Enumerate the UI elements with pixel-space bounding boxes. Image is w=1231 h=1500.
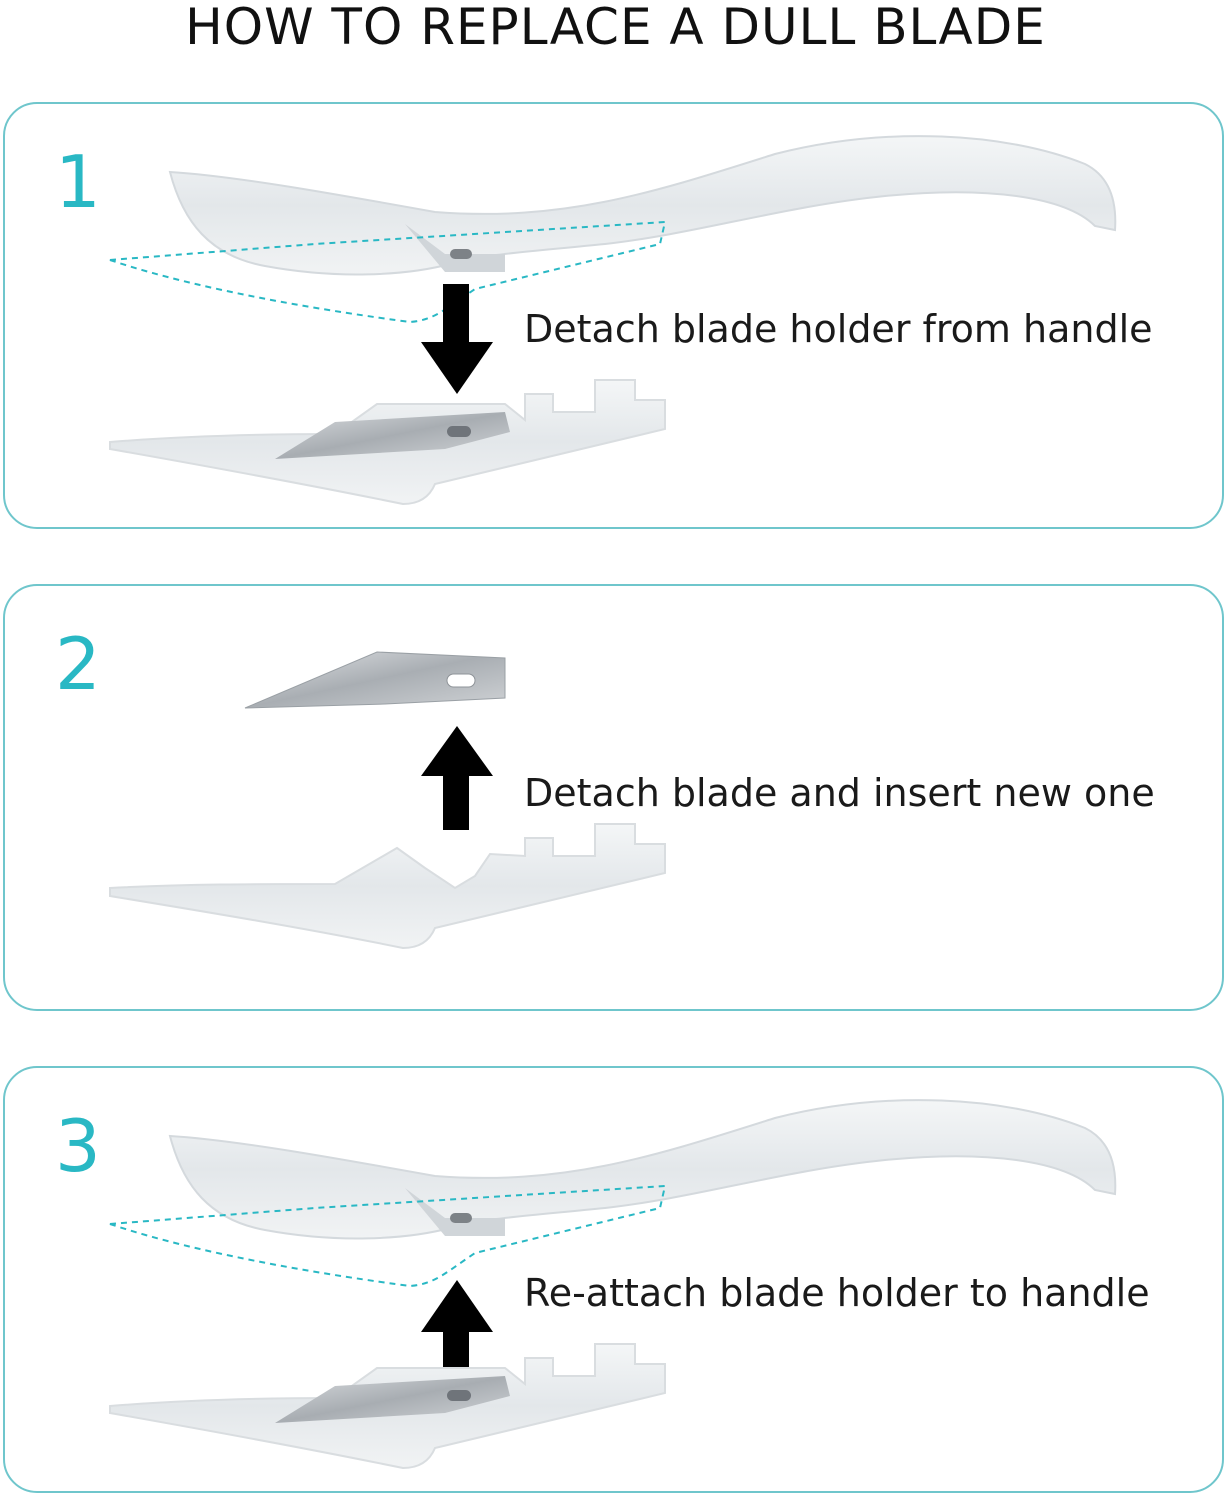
knife-handle (168, 1099, 1117, 1240)
up-arrow-icon (421, 726, 493, 830)
step-2-caption: Detach blade and insert new one (524, 771, 1155, 815)
blade-holder-outline (109, 220, 667, 324)
step-2-number: 2 (55, 622, 101, 706)
down-arrow-icon (421, 284, 493, 394)
step-1-illustration (109, 135, 1117, 506)
new-blade (244, 651, 506, 709)
knife-handle (168, 135, 1117, 276)
page-title: HOW TO REPLACE A DULL BLADE (185, 0, 1046, 56)
up-arrow-icon (421, 1280, 493, 1376)
empty-blade-holder (109, 823, 666, 950)
step-3-panel: 3 Re-atta (3, 1066, 1224, 1493)
blade-holder-outline (109, 1184, 667, 1288)
blade-holder-with-new-blade (109, 1343, 666, 1470)
step-1-caption: Detach blade holder from handle (524, 307, 1153, 351)
step-2-panel: 2 Detach blade and insert new one (3, 584, 1224, 1011)
step-3-number: 3 (55, 1104, 101, 1188)
step-1-panel: 1 Detach (3, 102, 1224, 529)
blade-holder (109, 379, 666, 506)
step-3-illustration (109, 1099, 1117, 1470)
step-2-illustration (109, 651, 666, 950)
step-1-number: 1 (55, 140, 101, 224)
step-3-caption: Re-attach blade holder to handle (524, 1271, 1150, 1315)
